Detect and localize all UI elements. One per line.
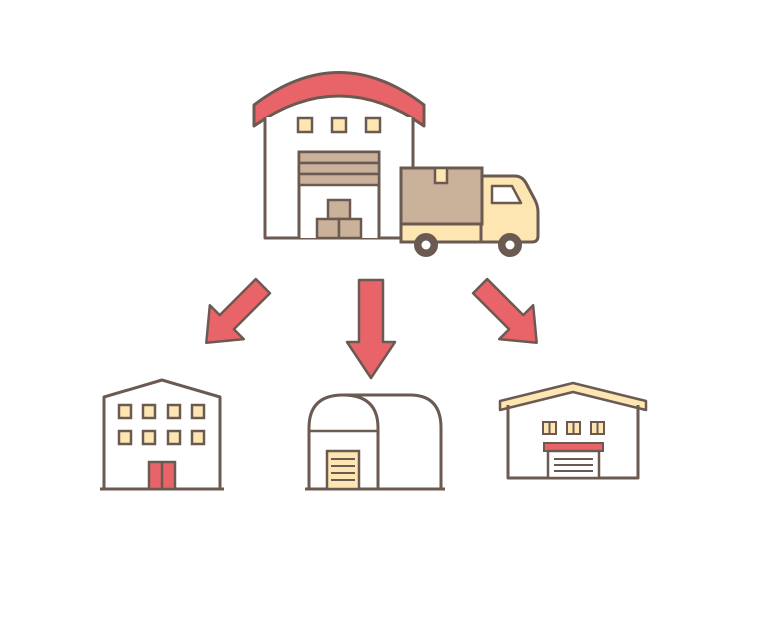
arrow-down-left-icon (205, 277, 272, 344)
truck-cargo-box (399, 166, 484, 226)
quonset-door (325, 449, 361, 491)
warehouse-window (296, 116, 314, 134)
factory-shutter-door (546, 449, 601, 480)
warehouse-window (330, 116, 348, 134)
truck-hubcap (505, 240, 515, 250)
truck-hubcap (421, 240, 431, 250)
cargo-tape (433, 166, 449, 185)
quonset-storage-icon (305, 393, 445, 491)
distribution-warehouse-icon (252, 71, 426, 240)
factory-roof (498, 381, 648, 412)
warehouse-window (364, 116, 382, 134)
arrow-down-right-icon (471, 277, 538, 344)
truck-bed (399, 222, 483, 244)
factory-windows (542, 421, 605, 435)
warehouse-shutter (297, 150, 381, 187)
warehouse-roof (252, 71, 426, 128)
cargo-boxes-icon (315, 198, 363, 240)
arrow-down-icon (345, 278, 397, 380)
delivery-truck-icon (399, 166, 540, 257)
office-windows (117, 403, 206, 446)
truck-window (490, 184, 523, 205)
office-building-icon (100, 378, 224, 491)
factory-warehouse-icon (498, 381, 648, 480)
office-door (147, 460, 177, 491)
